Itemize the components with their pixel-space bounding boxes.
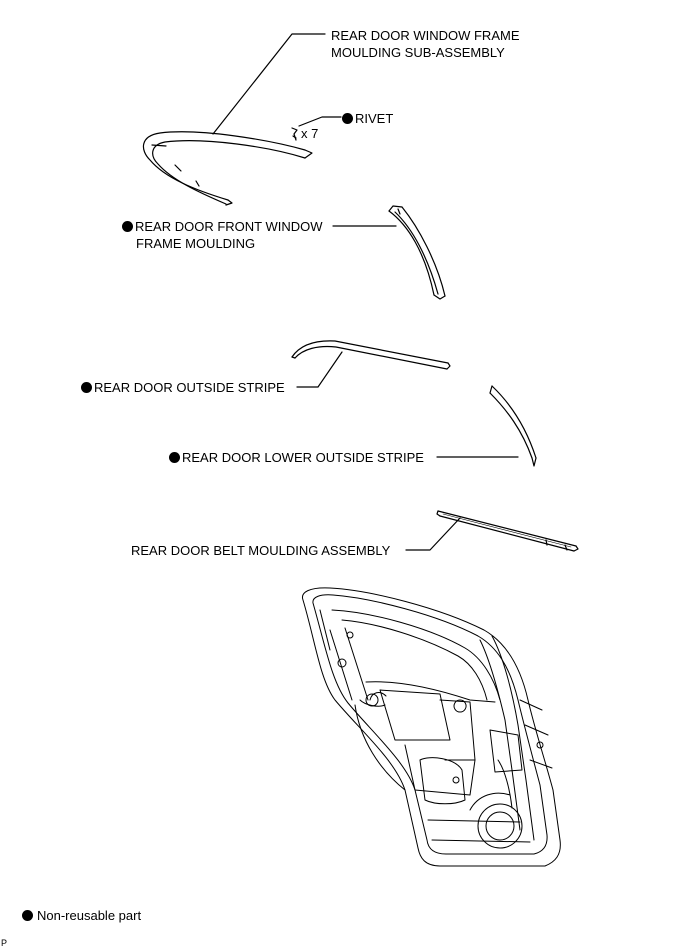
non-reusable-dot-icon xyxy=(169,452,180,463)
label-front-window-line2: FRAME MOULDING xyxy=(136,236,256,251)
non-reusable-dot-icon xyxy=(122,221,133,232)
rear-door-panel xyxy=(301,587,561,867)
label-window-frame-line2: MOULDING SUB-ASSEMBLY xyxy=(331,45,505,60)
label-front-window-line1: REAR DOOR FRONT WINDOW xyxy=(135,219,323,234)
label-front-window-frame-moulding: REAR DOOR FRONT WINDOW FRAME MOULDING xyxy=(122,218,323,252)
lower-outside-stripe-part xyxy=(489,385,537,467)
front-window-frame-moulding-part xyxy=(388,205,446,300)
belt-moulding-part xyxy=(436,510,579,552)
legend-text: Non-reusable part xyxy=(37,908,142,923)
leader-window-frame xyxy=(212,33,326,135)
leader-belt-moulding xyxy=(405,517,461,551)
non-reusable-dot-icon xyxy=(342,113,353,124)
label-outside-stripe: REAR DOOR OUTSIDE STRIPE xyxy=(81,379,285,396)
label-rivet: RIVET xyxy=(342,110,393,127)
leader-rivet xyxy=(298,116,342,127)
label-rivet-text: RIVET xyxy=(355,111,394,126)
label-belt-moulding: REAR DOOR BELT MOULDING ASSEMBLY xyxy=(131,543,391,558)
label-lower-outside-stripe: REAR DOOR LOWER OUTSIDE STRIPE xyxy=(169,449,424,466)
rivet-quantity: x 7 xyxy=(301,126,319,141)
corner-mark: P xyxy=(1,938,8,948)
window-frame-moulding-part xyxy=(142,131,313,206)
label-window-frame-line1: REAR DOOR WINDOW FRAME xyxy=(331,28,520,43)
legend-dot-icon xyxy=(22,910,33,921)
label-outside-stripe-text: REAR DOOR OUTSIDE STRIPE xyxy=(94,380,285,395)
outside-stripe-part xyxy=(291,340,451,370)
label-lower-outside-stripe-text: REAR DOOR LOWER OUTSIDE STRIPE xyxy=(182,450,424,465)
legend: Non-reusable part xyxy=(22,908,141,923)
rivet-part xyxy=(291,127,298,141)
non-reusable-dot-icon xyxy=(81,382,92,393)
label-window-frame-moulding: REAR DOOR WINDOW FRAME MOULDING SUB-ASSE… xyxy=(331,27,520,61)
leader-outside-stripe xyxy=(296,351,343,388)
